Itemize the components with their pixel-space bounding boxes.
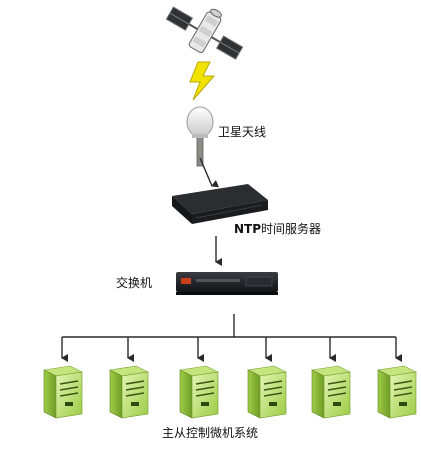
ntp-server-label: NTP时间服务器 xyxy=(234,221,321,236)
rack-server-icon xyxy=(172,184,268,224)
switch-label: 交换机 xyxy=(116,275,152,290)
antenna-label: 卫星天线 xyxy=(218,125,266,139)
tower-computer-icon xyxy=(247,365,287,419)
satellite-icon xyxy=(165,6,244,60)
lightning-bolt-icon xyxy=(189,61,216,101)
tower-computer-icon xyxy=(43,365,83,419)
tower-computer-icon xyxy=(179,365,219,419)
tower-computer-icon xyxy=(109,365,149,419)
tower-computer-icon xyxy=(311,365,351,419)
ntp-label-suffix: 时间服务器 xyxy=(261,221,321,236)
ntp-label-prefix: NTP xyxy=(234,222,261,236)
clients-label: 主从控制微机系统 xyxy=(162,426,258,440)
tower-computer-icon xyxy=(377,365,417,419)
antenna-to-ntp-arrow xyxy=(199,157,220,188)
gps-antenna-icon xyxy=(186,106,214,167)
client-computers xyxy=(43,337,417,419)
network-switch-icon xyxy=(176,272,278,295)
